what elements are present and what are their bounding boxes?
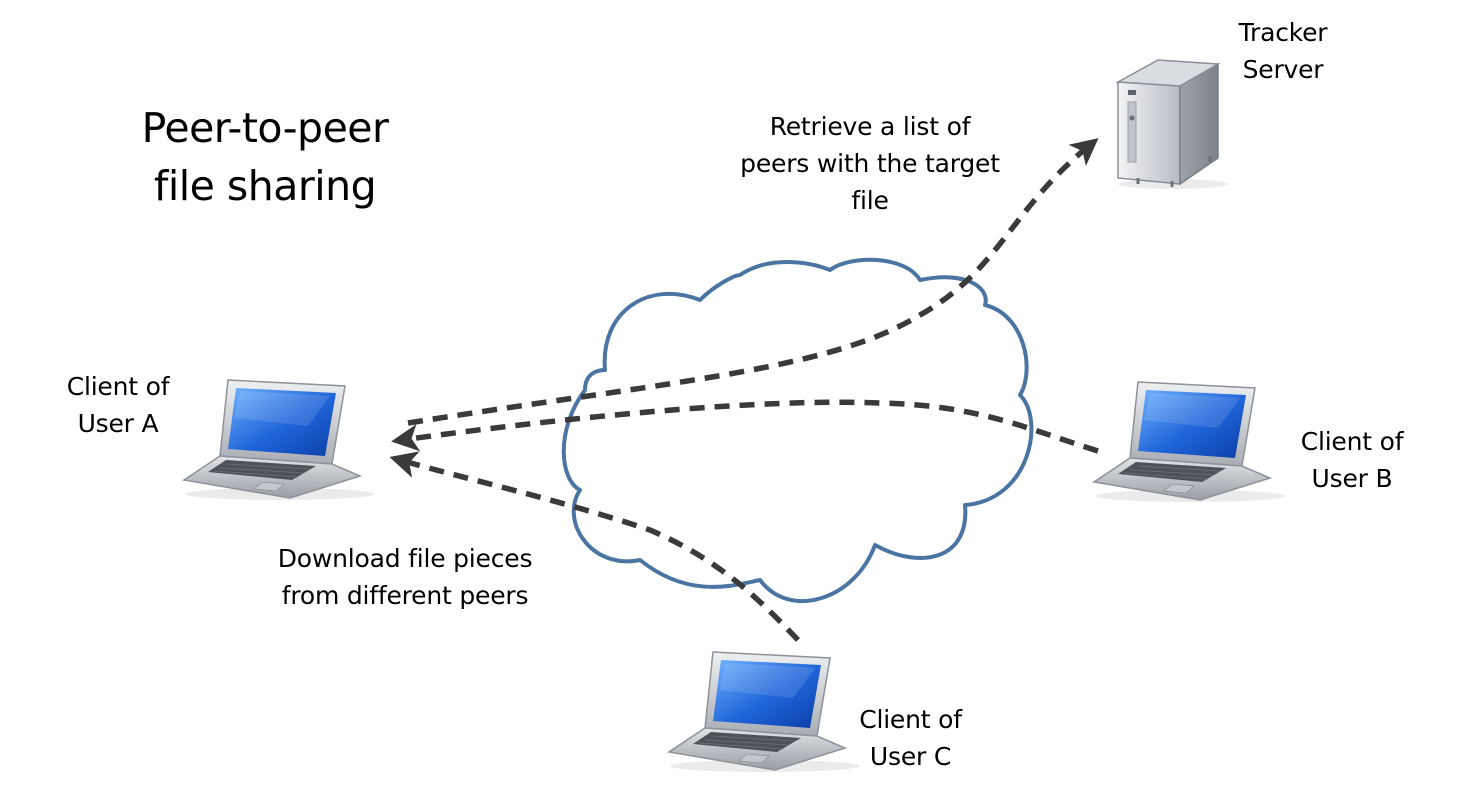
arrow-client-b-to-client-a	[391, 399, 1099, 454]
arrow-client-a-to-tracker	[407, 138, 1099, 426]
client-a-label: Client of User A	[66, 372, 170, 438]
laptop-icon-user-c	[668, 651, 861, 773]
diagram-title: Peer-to-peer file sharing	[141, 104, 389, 210]
tracker-server-label: Tracker Server	[1238, 18, 1328, 84]
arrow-client-c-to-client-a	[389, 451, 800, 642]
laptop-icon-user-a	[183, 379, 376, 501]
download-pieces-label: Download file pieces from different peer…	[277, 544, 533, 610]
server-tower-icon	[1115, 59, 1228, 189]
network-cloud	[561, 257, 1034, 604]
client-c-label: Client of User C	[859, 705, 962, 771]
laptop-icon-user-b	[1093, 381, 1286, 503]
client-b-label: Client of User B	[1300, 427, 1404, 493]
retrieve-list-label: Retrieve a list of peers with the target…	[740, 112, 1000, 215]
